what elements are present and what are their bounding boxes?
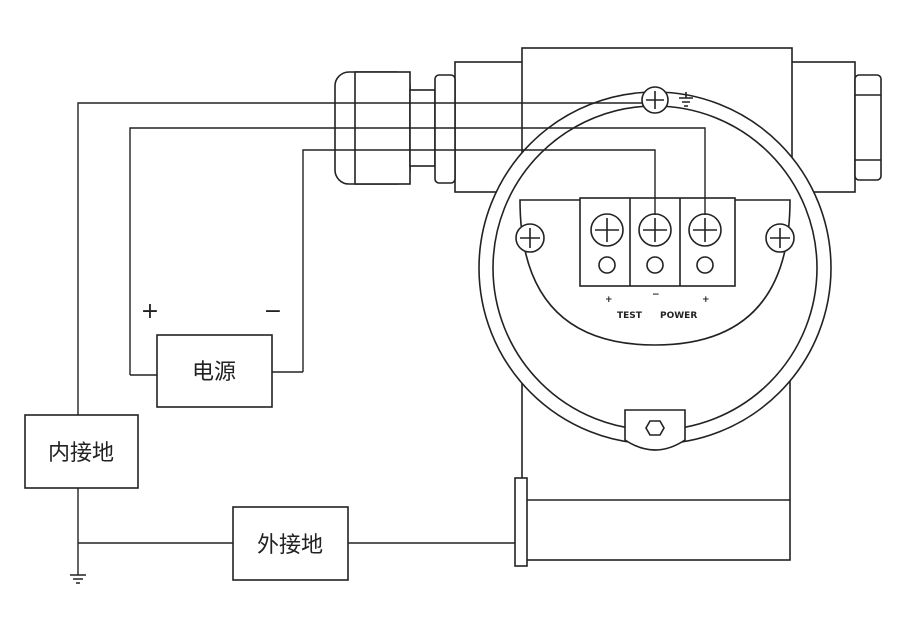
power-supply-box: 电源	[156, 334, 273, 408]
wires	[70, 102, 706, 584]
ground-icon	[679, 92, 693, 107]
svg-text:+: +	[605, 295, 613, 305]
internal-ground-box: 内接地	[24, 414, 139, 489]
svg-text:POWER: POWER	[660, 311, 697, 321]
ground-icon	[70, 574, 86, 584]
svg-text:+: +	[702, 295, 710, 305]
svg-text:电源: 电源	[192, 360, 236, 385]
screw-icon	[590, 213, 722, 274]
minus-label: −	[264, 299, 282, 324]
svg-text:内接地: 内接地	[48, 441, 114, 466]
plus-label: +	[141, 299, 159, 324]
svg-text:−: −	[652, 290, 660, 300]
external-ground-box: 外接地	[232, 506, 349, 581]
transmitter-housing	[454, 47, 882, 567]
hex-bolt-icon	[624, 409, 686, 451]
svg-text:TEST: TEST	[617, 311, 643, 321]
terminal-block: + − TEST POWER +	[515, 86, 795, 321]
svg-text:外接地: 外接地	[257, 533, 323, 558]
